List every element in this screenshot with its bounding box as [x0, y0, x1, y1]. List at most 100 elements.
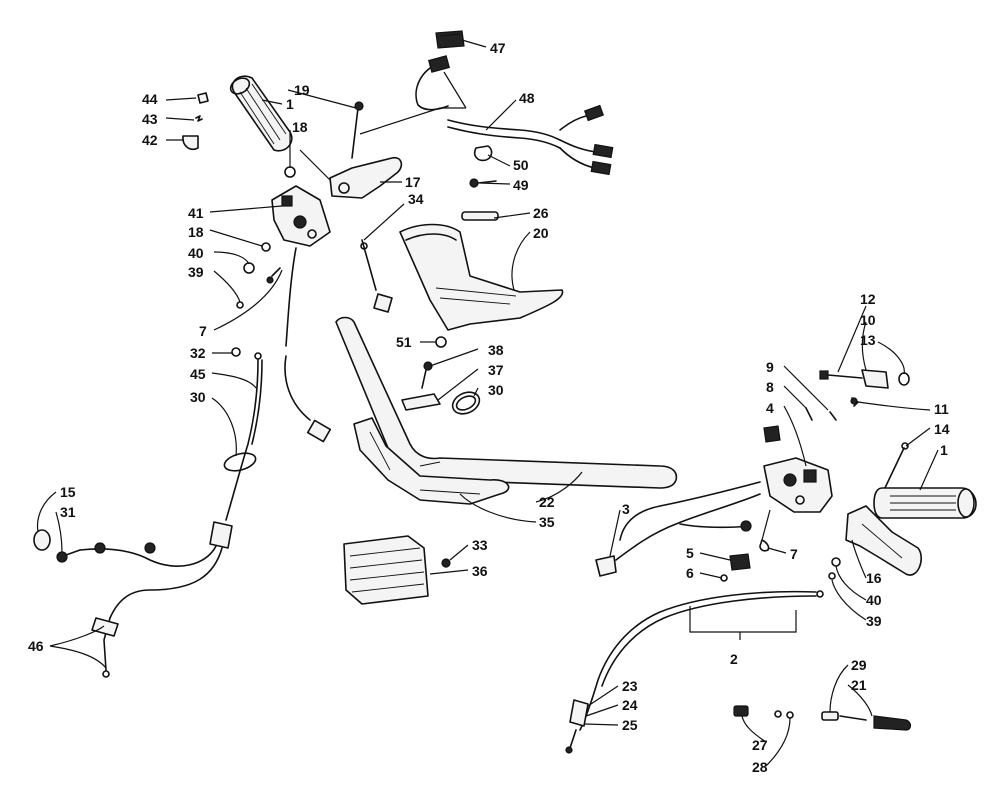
part-band-30a: [223, 452, 257, 472]
part-washer-40a: [243, 262, 255, 274]
part-ring-9: [829, 411, 837, 421]
callout-numbers: 47 48 50 49 44 43 42 1 19 18 17 34 26 20…: [28, 40, 950, 775]
callout-35: 35: [539, 514, 555, 530]
part-foam-pad-36: [343, 535, 429, 605]
callout-45: 45: [190, 366, 206, 382]
part-bracket-17: [299, 149, 403, 199]
callout-23: 23: [622, 678, 638, 694]
callout-10: 10: [860, 312, 876, 328]
callout-37: 37: [488, 362, 504, 378]
part-spring-13: [898, 372, 910, 386]
callout-7-right: 7: [790, 546, 798, 562]
callout-24: 24: [622, 697, 638, 713]
part-nut-44: [197, 92, 209, 104]
callout-5: 5: [686, 545, 694, 561]
callout-27: 27: [752, 737, 768, 753]
callout-20: 20: [533, 225, 549, 241]
part-cable-housing-46: [79, 521, 233, 678]
part-pin-14: [883, 442, 909, 491]
callout-30-center: 30: [488, 382, 504, 398]
callout-33: 33: [472, 537, 488, 553]
callout-17: 17: [405, 174, 421, 190]
part-brake-lever-16: [845, 505, 922, 576]
part-bolt-19: [351, 101, 364, 159]
part-spring-28: [774, 710, 794, 719]
callout-9: 9: [766, 359, 774, 375]
part-sensor-34: [360, 239, 393, 313]
callout-1-left: 1: [286, 96, 294, 112]
callout-32: 32: [190, 345, 206, 361]
part-sleeve-29: [821, 711, 839, 721]
part-switch-housing-right: [763, 457, 833, 513]
callout-39-right: 39: [866, 613, 882, 629]
part-screw-39a: [266, 267, 281, 284]
part-throttle-cable-45: [225, 352, 263, 521]
part-steering-mount-35: [353, 417, 510, 505]
part-barrel-21: [839, 715, 912, 731]
part-bolt-38: [421, 361, 433, 389]
leader-assembly-2: [443, 71, 467, 109]
callout-26: 26: [533, 205, 549, 221]
part-nut-51: [435, 336, 447, 348]
part-washer-18b: [261, 242, 271, 252]
part-nut-39a-2: [236, 301, 244, 309]
callout-18-top: 18: [292, 119, 308, 135]
callout-43: 43: [142, 111, 158, 127]
part-nut-32: [231, 347, 241, 357]
part-switch-housing-41: [271, 185, 331, 247]
callout-29: 29: [851, 657, 867, 673]
callout-48: 48: [519, 90, 535, 106]
part-spring-43: [195, 115, 203, 122]
part-plate-37: [401, 393, 441, 411]
callout-19: 19: [294, 82, 310, 98]
part-wiring-3: [595, 481, 761, 577]
part-pin-26: [461, 211, 499, 221]
callout-13: 13: [860, 332, 876, 348]
leader-assembly: [359, 107, 466, 135]
callout-46: 46: [28, 638, 44, 654]
callout-16: 16: [866, 570, 882, 586]
part-grip-right-1: [873, 487, 977, 519]
part-button-4: [763, 425, 781, 443]
part-clip-10: [861, 369, 889, 389]
part-washer-40b: [831, 557, 841, 567]
callout-51: 51: [396, 334, 412, 350]
part-screw-7b: [759, 509, 771, 552]
part-clamp-42: [182, 135, 199, 151]
callout-6: 6: [686, 565, 694, 581]
callout-2: 2: [730, 651, 738, 667]
callout-40-left: 40: [188, 245, 204, 261]
part-switch-5: [729, 553, 751, 571]
callout-12: 12: [860, 291, 876, 307]
callout-22: 22: [539, 494, 555, 510]
callout-34: 34: [408, 191, 424, 207]
part-nut-33: [441, 558, 451, 568]
callout-44: 44: [142, 91, 158, 107]
part-wire-7a: [284, 247, 332, 443]
part-label-47: [435, 30, 465, 49]
callout-30-left: 30: [190, 389, 206, 405]
callout-28: 28: [752, 759, 768, 775]
callout-40-right: 40: [866, 592, 882, 608]
part-bolt-12: [819, 370, 863, 380]
callout-50: 50: [513, 157, 529, 173]
part-handlebar-pad-20: [399, 223, 564, 331]
part-pin-11: [850, 397, 859, 407]
part-spacer-8: [805, 407, 813, 421]
part-band-clamp-30b: [451, 391, 481, 415]
part-wiring-harness-48: [415, 55, 614, 176]
callout-38: 38: [488, 342, 504, 358]
callout-31: 31: [60, 504, 76, 520]
callout-4: 4: [766, 400, 774, 416]
callout-49: 49: [513, 177, 529, 193]
callout-14: 14: [934, 421, 950, 437]
part-brake-cable-2: [565, 590, 824, 754]
callout-18-side: 18: [188, 224, 204, 240]
part-clip-50: [473, 145, 493, 162]
callout-42: 42: [142, 132, 158, 148]
callout-47: 47: [490, 40, 506, 56]
callout-36: 36: [472, 563, 488, 579]
part-washer-18a: [284, 166, 296, 178]
